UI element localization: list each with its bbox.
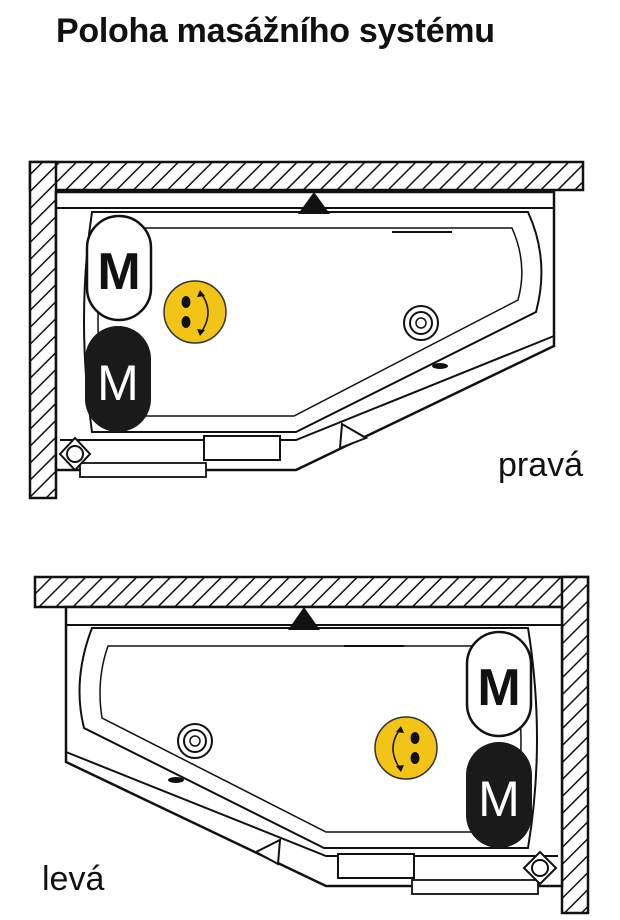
massage-motor-dark-letter-left: M [478, 771, 520, 827]
wall-top-hatch-left [33, 575, 590, 609]
variant-label-right: pravá [498, 446, 584, 484]
variant-label-left: levá [42, 860, 105, 898]
massage-motor-dark-letter: M [97, 355, 139, 411]
orientation-triangle-front-left [253, 838, 282, 866]
smiley-rotation-icon [163, 280, 227, 344]
orientation-triangle-front [338, 422, 369, 450]
wall-left-hatch [28, 160, 58, 500]
tub-front-edge-left [65, 751, 558, 857]
wall-right-hatch [560, 575, 590, 915]
tub-front-edge [60, 335, 555, 441]
massage-motor-light-left: M [465, 630, 533, 738]
bathtub-right-variant: M M [28, 160, 585, 500]
access-panel [203, 435, 281, 461]
side-nozzle [432, 363, 448, 369]
corner-valve-icon-left [522, 850, 558, 886]
massage-motor-light-letter: M [97, 243, 140, 301]
massage-motor-dark: M [85, 326, 151, 432]
side-nozzle-left [168, 777, 184, 783]
access-panel-left [337, 853, 415, 879]
skirt-strip [79, 462, 207, 478]
skirt-strip-left [411, 879, 539, 895]
drain-icon [403, 305, 439, 341]
bathtub-left-variant: M M [33, 575, 590, 915]
massage-motor-light-letter-left: M [477, 659, 520, 717]
massage-motor-dark-left: M [466, 742, 532, 848]
wall-top-hatch [28, 160, 585, 192]
smiley-rotation-icon-left [374, 716, 438, 780]
orientation-triangle-top-left [288, 607, 320, 630]
drain-icon-left [177, 723, 213, 759]
massage-motor-light: M [85, 214, 153, 322]
orientation-triangle-top [298, 192, 330, 214]
corner-valve-icon [58, 436, 92, 472]
page-title: Poloha masážního systému [56, 12, 495, 50]
